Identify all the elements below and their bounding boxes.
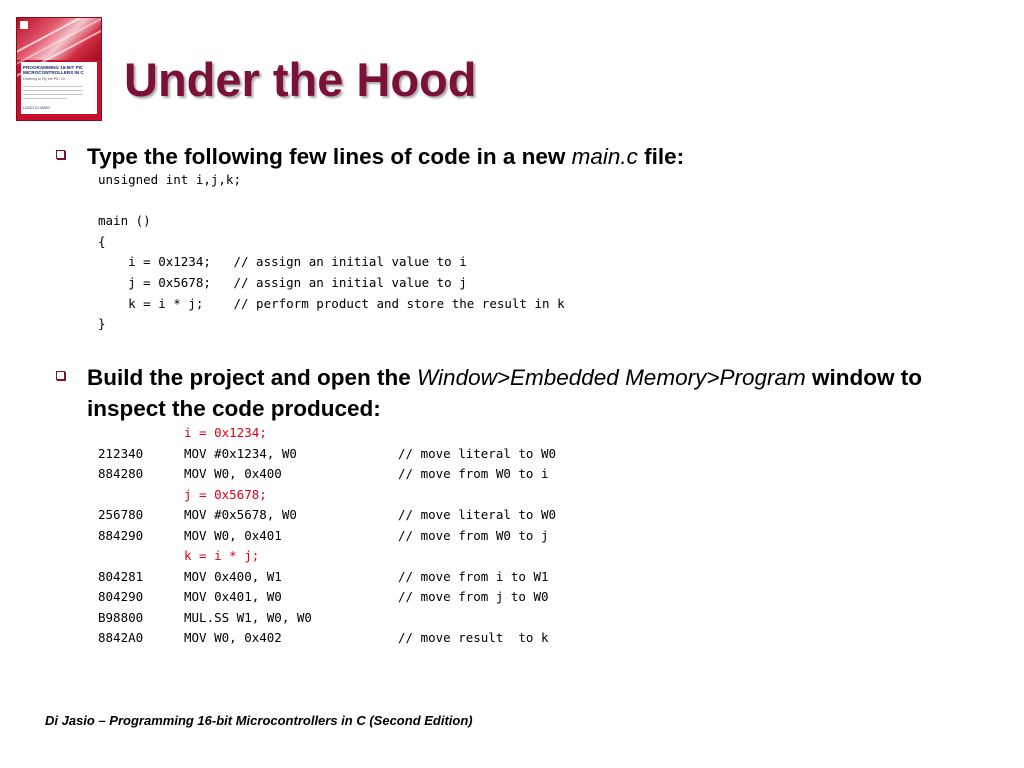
- code-line: }: [98, 316, 106, 332]
- bullet-2: Build the project and open the Window>Em…: [56, 362, 936, 424]
- bullet-2-text: Build the project and open the Window>Em…: [87, 365, 922, 421]
- comment: // move literal to W0: [398, 445, 557, 461]
- opcode: 8842A0: [98, 630, 144, 645]
- opcode: 804281: [98, 568, 144, 584]
- code-line: j = 0x5678; // assign an initial value t…: [98, 274, 467, 290]
- opcode: 256780: [98, 507, 144, 522]
- instruction: MOV W0, 0x402: [184, 630, 282, 645]
- code-line: [98, 191, 565, 212]
- instruction: MUL.SS W1, W0, W0: [184, 609, 312, 625]
- comment: // move literal to W0: [398, 507, 557, 522]
- instruction: MOV #0x1234, W0: [184, 445, 297, 461]
- code-line: {: [98, 233, 106, 249]
- opcode: 212340: [98, 445, 144, 461]
- cover-subtitle: Learning to Fly the PIC 24: [23, 77, 65, 81]
- source-statement: k = i * j;: [184, 548, 260, 563]
- opcode: 884290: [98, 527, 144, 543]
- bullet-1-text: Type the following few lines of code in …: [87, 144, 685, 169]
- opcode: 884280: [98, 466, 144, 481]
- instruction: MOV W0, 0x401: [184, 527, 282, 543]
- square-bullet-icon: [56, 150, 65, 159]
- bullet-1: Type the following few lines of code in …: [56, 141, 684, 172]
- instruction: MOV 0x400, W1: [184, 568, 282, 584]
- source-statement: i = 0x1234;: [184, 425, 267, 440]
- footer-citation: Di Jasio – Programming 16-bit Microcontr…: [45, 713, 473, 728]
- cover-title: PROGRAMMING 16-BIT PIC MICROCONTROLLERS …: [23, 65, 84, 76]
- slide-title: Under the Hood: [124, 53, 477, 106]
- cover-graphic: [17, 18, 101, 79]
- code-line: unsigned int i,j,k;: [98, 172, 241, 187]
- code-line: k = i * j; // perform product and store …: [98, 295, 565, 311]
- instruction: MOV W0, 0x400: [184, 466, 282, 481]
- book-cover-image: PROGRAMMING 16-BIT PIC MICROCONTROLLERS …: [16, 17, 102, 121]
- opcode: 804290: [98, 589, 144, 604]
- code-line: i = 0x1234; // assign an initial value t…: [98, 254, 467, 270]
- source-statement: j = 0x5678;: [184, 486, 267, 502]
- c-code-block: unsigned int i,j,k; main () { i = 0x1234;…: [98, 170, 565, 335]
- instruction: MOV 0x401, W0: [184, 589, 282, 604]
- square-bullet-icon: [56, 371, 65, 380]
- code-line: main (): [98, 213, 151, 229]
- comment: // move from j to W0: [398, 589, 549, 604]
- comment: // move from W0 to i: [398, 466, 549, 481]
- publisher-logo-icon: [20, 21, 28, 29]
- comment: // move from W0 to j: [398, 527, 549, 543]
- instruction: MOV #0x5678, W0: [184, 507, 297, 522]
- cover-author: LUCIO DI JASIO: [23, 106, 50, 110]
- comment: // move from i to W1: [398, 568, 549, 584]
- opcode: B98800: [98, 609, 144, 625]
- comment: // move result to k: [398, 630, 549, 645]
